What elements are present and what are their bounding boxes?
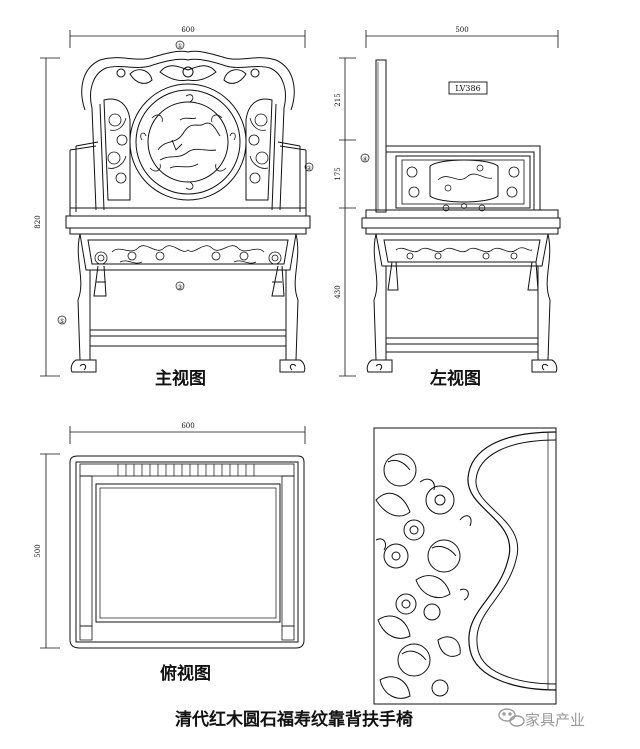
top-depth-dim: 500 [34,544,42,557]
watermark-text: 家具产业 [525,711,586,729]
callout-4: ④ [362,156,367,163]
drawing-title: 清代红木圆石福寿纹靠背扶手椅 [175,710,413,730]
side-view: 500 215 175 430 LV386 [334,26,561,377]
side-back-dim: 215 [334,93,342,106]
front-height-dim: 820 [34,215,42,228]
callout-1: ① [177,43,182,50]
top-width-dim: 600 [181,422,194,430]
side-seat-dim: 430 [334,285,342,298]
front-width-dim: 600 [181,26,194,34]
side-mid-dim: 175 [334,167,342,180]
side-depth-dim: 500 [455,26,468,34]
side-view-label: 左视图 [430,369,481,389]
callout-2: ② [306,165,312,172]
top-view-label: 俯视图 [160,664,211,684]
carving-detail [373,427,557,705]
front-view-label: 主视图 [155,369,206,389]
top-view: 600 500 [34,422,306,649]
front-view: 600 820 [34,26,314,377]
callout-5: ⑤ [59,318,64,325]
model-tag: LV386 [455,84,480,93]
watermark-logo-icon [498,708,525,727]
callout-3: ③ [177,284,182,291]
